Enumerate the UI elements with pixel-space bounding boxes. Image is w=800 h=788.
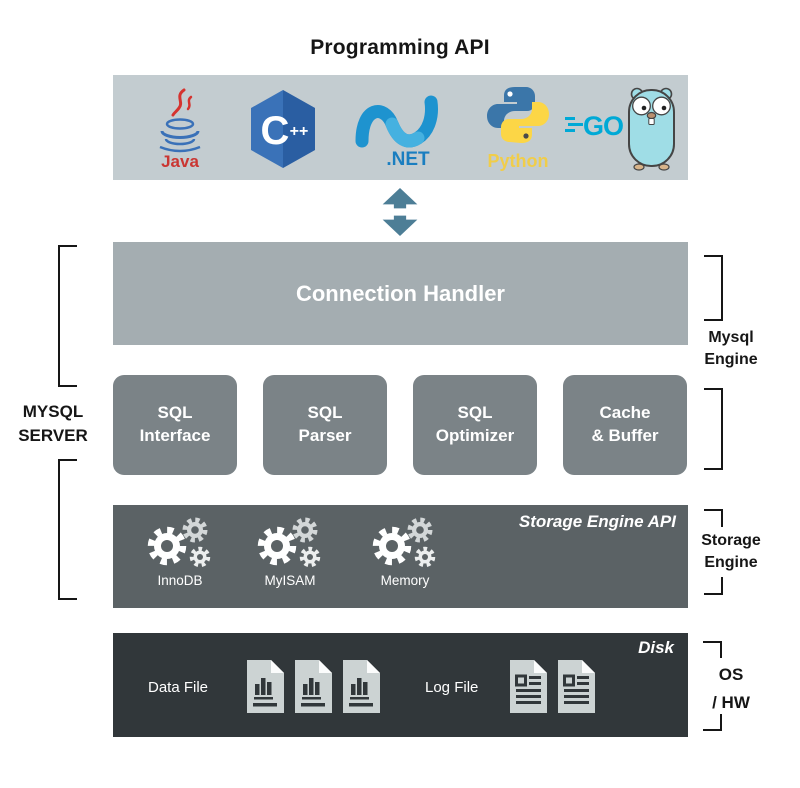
- disk-label: Disk: [638, 638, 674, 657]
- cpp-letter: C: [261, 109, 290, 153]
- sql-interface-line2: Interface: [139, 426, 211, 445]
- sql-parser-line1: SQL: [307, 403, 343, 423]
- mysql-engine-line2: Engine: [704, 351, 758, 369]
- gears-icon: [142, 515, 218, 573]
- go-label: GO: [583, 111, 623, 141]
- cpp-icon: C ++: [251, 90, 315, 168]
- gopher-icon: [628, 87, 675, 171]
- dotnet-label: .NET: [386, 149, 430, 169]
- cache-buffer-line1: Cache: [599, 403, 651, 423]
- mysql-server-line1: MYSQL: [22, 402, 84, 421]
- log-file-icon: [558, 660, 596, 714]
- storage-engine-line2: Engine: [704, 554, 758, 572]
- python-icon: Python: [487, 87, 549, 171]
- storage-engine-band: Storage Engine API InnoDB MyISAM Memory: [113, 505, 688, 608]
- storage-engine-label: Storage Engine: [690, 530, 772, 575]
- sql-interface-box: SQL Interface: [113, 375, 237, 475]
- mysql-server-bracket-bottom: [58, 459, 77, 600]
- mysql-server-label: MYSQL SERVER: [6, 400, 100, 448]
- page-title: Programming API: [310, 36, 490, 59]
- os-hw-bracket-bottom: [703, 714, 722, 731]
- storage-engine-bracket-top: [704, 509, 723, 527]
- storage-engine-line1: Storage: [701, 532, 761, 549]
- data-file-label: Data File: [148, 679, 209, 696]
- log-file-icon: [510, 660, 548, 714]
- gears-icon: [252, 515, 328, 573]
- cpp-plus: ++: [290, 123, 309, 140]
- storage-engine-bracket-bottom: [704, 577, 723, 595]
- java-icon: Java: [159, 88, 201, 171]
- go-icon: GO: [565, 111, 623, 141]
- gears-icon: [367, 515, 443, 573]
- connection-handler-label: Connection Handler: [295, 280, 505, 306]
- connection-handler-band: Connection Handler: [113, 242, 688, 345]
- data-file-icon: [295, 660, 332, 713]
- log-file-label: Log File: [425, 679, 479, 696]
- mysql-engine-bracket-bottom: [704, 388, 723, 470]
- engine-label-myisam: MyISAM: [264, 573, 316, 588]
- os-hw-line2: / HW: [712, 693, 750, 713]
- sql-parser-box: SQL Parser: [263, 375, 387, 475]
- programming-api-band: Java C ++ .NET Python GO: [113, 75, 688, 180]
- java-label: Java: [161, 152, 199, 171]
- cache-buffer-line2: & Buffer: [591, 426, 659, 445]
- mysql-server-bracket-top: [58, 245, 77, 387]
- data-file-icon: [247, 660, 284, 713]
- mysql-engine-line1: Mysql: [708, 329, 754, 346]
- python-label: Python: [488, 151, 549, 171]
- double-arrow-icon: [382, 188, 418, 236]
- mysql-engine-bracket-top: [704, 255, 723, 321]
- storage-engine-api-label: Storage Engine API: [518, 512, 676, 531]
- sql-interface-line1: SQL: [157, 403, 193, 423]
- sql-optimizer-line1: SQL: [457, 403, 493, 423]
- cache-buffer-box: Cache & Buffer: [563, 375, 687, 475]
- dotnet-icon: .NET: [355, 95, 438, 169]
- sql-optimizer-box: SQL Optimizer: [413, 375, 537, 475]
- sql-optimizer-line2: Optimizer: [435, 426, 515, 445]
- engine-label-memory: Memory: [380, 573, 430, 588]
- os-hw-line1: OS: [718, 665, 744, 684]
- mysql-engine-label: Mysql Engine: [694, 327, 768, 372]
- os-hw-bracket-top: [703, 641, 722, 658]
- disk-band: Disk Data File Log File: [113, 633, 688, 737]
- os-hw-label: OS / HW: [690, 661, 772, 717]
- engine-label-innodb: InnoDB: [157, 573, 203, 588]
- data-file-icon: [343, 660, 380, 713]
- mysql-server-line2: SERVER: [18, 425, 88, 445]
- sql-parser-line2: Parser: [298, 426, 352, 445]
